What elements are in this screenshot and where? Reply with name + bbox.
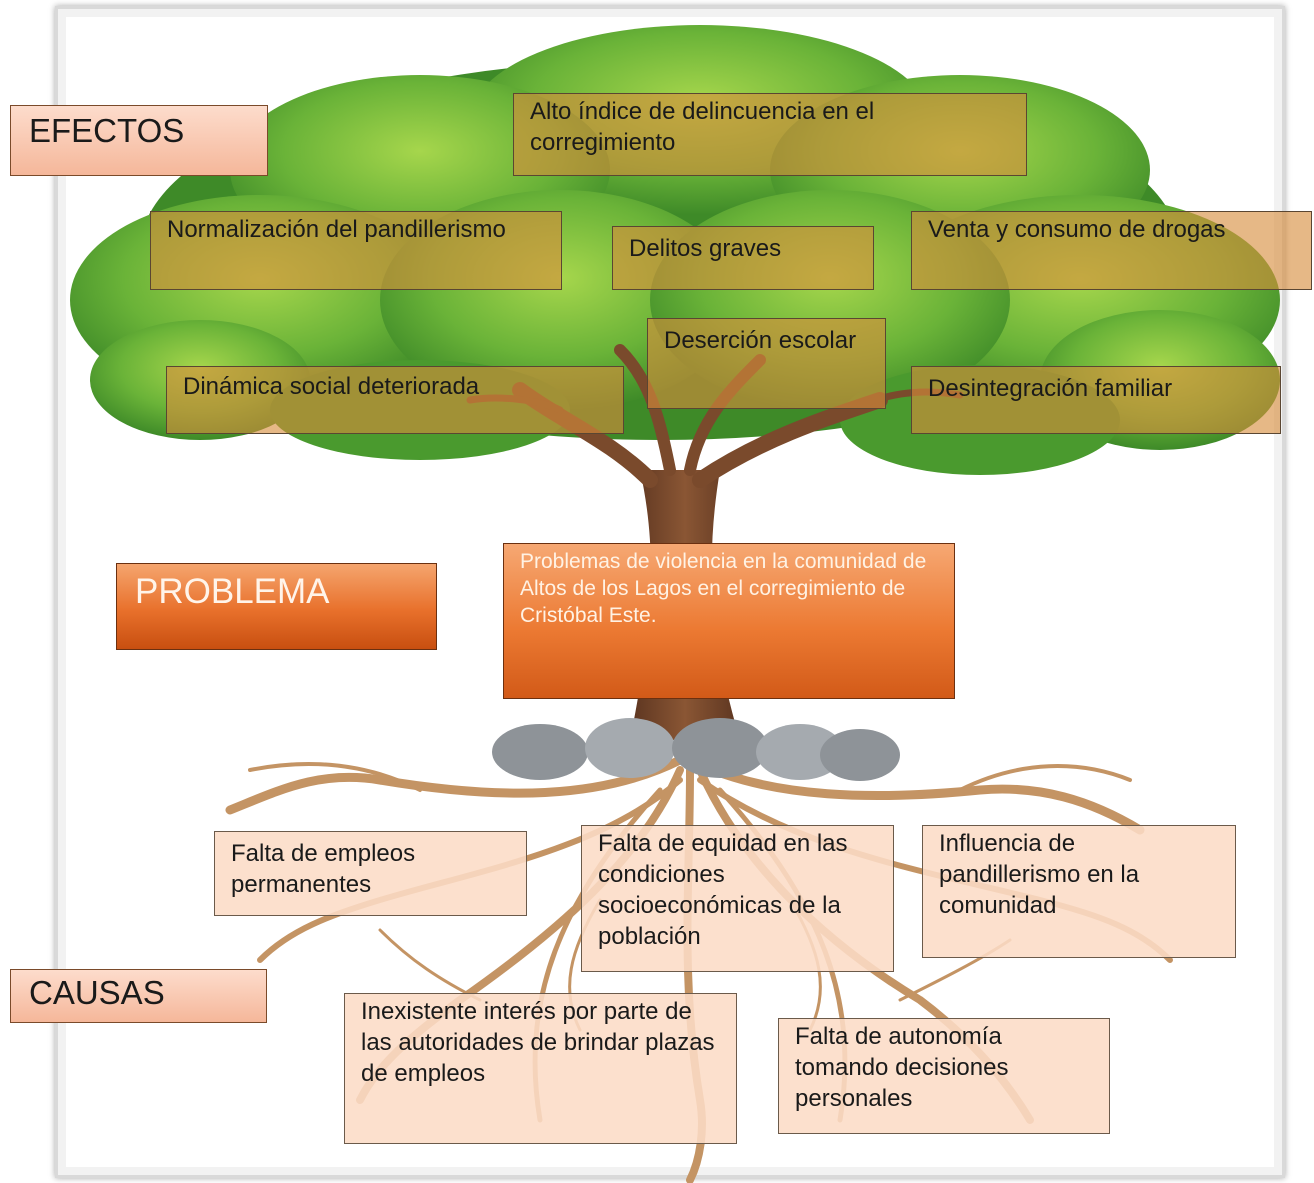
- effect-box: Deserción escolar: [647, 318, 886, 409]
- effect-box: Delitos graves: [612, 226, 874, 290]
- rocks: [492, 718, 900, 781]
- effect-box: Alto índice de delincuencia en el correg…: [513, 93, 1027, 176]
- problem-statement: Problemas de violencia en la comunidad d…: [503, 543, 955, 699]
- cause-box: Influencia de pandillerismo en la comuni…: [922, 825, 1236, 958]
- effect-box: Desintegración familiar: [911, 366, 1281, 434]
- effect-box: Dinámica social deteriorada: [166, 366, 624, 434]
- problem-label: PROBLEMA: [116, 563, 437, 650]
- effect-box: Normalización del pandillerismo: [150, 211, 562, 290]
- cause-box: Inexistente interés por parte de las aut…: [344, 993, 737, 1144]
- causes-label: CAUSAS: [10, 969, 267, 1023]
- cause-box: Falta de empleos permanentes: [214, 831, 527, 916]
- cause-box: Falta de equidad en las condiciones soci…: [581, 825, 894, 972]
- cause-box: Falta de autonomía tomando decisiones pe…: [778, 1018, 1110, 1134]
- effect-box: Venta y consumo de drogas: [911, 211, 1312, 290]
- effects-label: EFECTOS: [10, 105, 268, 176]
